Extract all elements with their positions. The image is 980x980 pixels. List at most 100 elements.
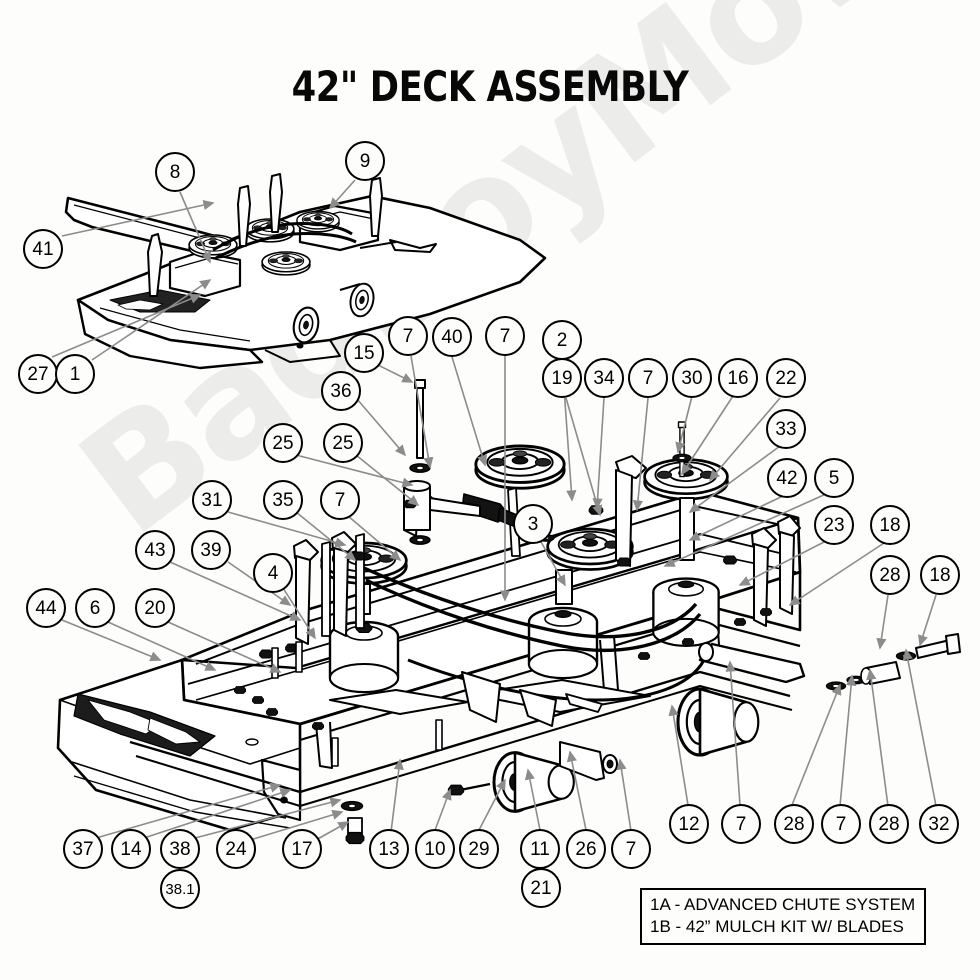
- callout-bubble-44[interactable]: 44: [26, 588, 66, 628]
- leader-line: [681, 395, 734, 476]
- callout-bubble-22[interactable]: 22: [766, 358, 806, 398]
- callout-bubble-40[interactable]: 40: [432, 317, 472, 357]
- callout-bubble-16[interactable]: 16: [718, 358, 758, 398]
- callout-bubble-13[interactable]: 13: [369, 829, 409, 869]
- leader-line: [688, 445, 781, 513]
- callout-bubble-7[interactable]: 7: [320, 480, 360, 520]
- callout-bubble-27[interactable]: 27: [18, 354, 58, 394]
- leader-line: [592, 397, 605, 510]
- leader-line: [451, 356, 488, 467]
- callout-bubble-42[interactable]: 42: [767, 458, 807, 498]
- leader-line: [565, 397, 603, 517]
- callout-bubble-38[interactable]: 38: [160, 829, 200, 869]
- callout-bubble-7[interactable]: 7: [388, 316, 428, 356]
- callout-bubble-38-1[interactable]: 38.1: [160, 869, 200, 909]
- callout-bubble-11[interactable]: 11: [520, 829, 560, 869]
- leader-line: [282, 587, 316, 640]
- leader-line: [51, 293, 202, 358]
- callout-bubble-20[interactable]: 20: [135, 588, 175, 628]
- callout-bubble-14[interactable]: 14: [111, 829, 151, 869]
- page-title: 42" DECK ASSEMBLY: [291, 62, 689, 111]
- callout-bubble-5[interactable]: 5: [814, 458, 854, 498]
- leader-line: [249, 809, 344, 841]
- callout-bubble-28[interactable]: 28: [870, 555, 910, 595]
- callout-bubble-33[interactable]: 33: [766, 409, 806, 449]
- leader-line: [295, 511, 357, 562]
- leader-line: [566, 750, 587, 831]
- leader-line: [688, 495, 784, 541]
- callout-bubble-26[interactable]: 26: [566, 829, 606, 869]
- leader-line: [675, 395, 693, 454]
- leader-line: [347, 515, 402, 562]
- legend-box: 1A - ADVANCED CHUTE SYSTEM 1B - 42” MULC…: [640, 888, 926, 945]
- callout-bubble-32[interactable]: 32: [919, 804, 959, 844]
- leader-line: [616, 758, 632, 832]
- callout-bubble-7[interactable]: 7: [721, 804, 761, 844]
- callout-bubble-36[interactable]: 36: [321, 371, 361, 411]
- callout-bubble-28[interactable]: 28: [869, 804, 909, 844]
- leader-line: [356, 398, 407, 457]
- callout-bubble-17[interactable]: 17: [282, 829, 322, 869]
- callout-bubble-25[interactable]: 25: [323, 423, 363, 463]
- callout-bubble-4[interactable]: 4: [253, 553, 293, 593]
- legend-line-1b: 1B - 42” MULCH KIT W/ BLADES: [650, 917, 904, 936]
- callout-bubble-1[interactable]: 1: [55, 354, 95, 394]
- callout-bubble-29[interactable]: 29: [459, 829, 499, 869]
- leader-line: [61, 619, 162, 662]
- leader-line: [91, 279, 212, 361]
- callout-bubble-23[interactable]: 23: [814, 505, 854, 545]
- leader-line: [390, 758, 404, 833]
- callout-bubble-6[interactable]: 6: [75, 588, 115, 628]
- leader-line: [143, 788, 292, 839]
- leader-line: [194, 797, 342, 839]
- callout-bubble-35[interactable]: 35: [263, 480, 303, 520]
- leader-lines: [51, 179, 937, 871]
- callout-bubble-2[interactable]: 2: [542, 320, 582, 360]
- callout-bubble-7[interactable]: 7: [611, 829, 651, 869]
- callout-bubble-41[interactable]: 41: [23, 229, 63, 269]
- leader-line: [433, 788, 452, 834]
- callout-bubble-7[interactable]: 7: [628, 358, 668, 398]
- callout-bubble-8[interactable]: 8: [155, 152, 195, 192]
- leader-line: [107, 621, 217, 671]
- callout-bubble-39[interactable]: 39: [191, 530, 231, 570]
- callout-bubble-25[interactable]: 25: [263, 423, 303, 463]
- leader-line: [876, 594, 889, 650]
- leader-line: [788, 542, 885, 606]
- callout-bubble-10[interactable]: 10: [415, 829, 455, 869]
- legend-line-1a: 1A - ADVANCED CHUTE SYSTEM: [650, 895, 916, 914]
- callout-bubble-7[interactable]: 7: [821, 804, 861, 844]
- leader-line: [328, 179, 356, 210]
- leader-line: [477, 778, 506, 833]
- leader-line: [668, 704, 689, 806]
- callout-bubble-9[interactable]: 9: [345, 141, 385, 181]
- callout-bubble-15[interactable]: 15: [344, 333, 384, 373]
- leader-line: [169, 561, 302, 621]
- callout-bubble-18[interactable]: 18: [920, 555, 960, 595]
- leader-line: [179, 191, 211, 264]
- callout-bubble-43[interactable]: 43: [135, 530, 175, 570]
- leader-line: [167, 621, 282, 673]
- leader-line: [902, 648, 937, 807]
- callout-bubble-34[interactable]: 34: [584, 358, 624, 398]
- leader-line: [632, 397, 649, 512]
- leader-line: [839, 674, 857, 807]
- leader-line: [355, 454, 420, 507]
- callout-bubble-21[interactable]: 21: [521, 868, 561, 908]
- callout-bubble-30[interactable]: 30: [672, 358, 712, 398]
- callout-bubble-12[interactable]: 12: [669, 804, 709, 844]
- leader-line: [375, 363, 414, 383]
- leader-line: [663, 493, 827, 567]
- callout-bubble-24[interactable]: 24: [216, 829, 256, 869]
- callout-bubble-3[interactable]: 3: [513, 504, 553, 544]
- callout-bubble-28[interactable]: 28: [774, 804, 814, 844]
- callout-bubble-18[interactable]: 18: [870, 505, 910, 545]
- callout-bubble-31[interactable]: 31: [192, 480, 232, 520]
- leader-line: [410, 355, 434, 469]
- callout-bubble-19[interactable]: 19: [542, 358, 582, 398]
- callout-bubble-37[interactable]: 37: [63, 829, 103, 869]
- leader-line: [738, 540, 827, 586]
- callout-bubble-7[interactable]: 7: [485, 316, 525, 356]
- leader-line: [539, 539, 566, 587]
